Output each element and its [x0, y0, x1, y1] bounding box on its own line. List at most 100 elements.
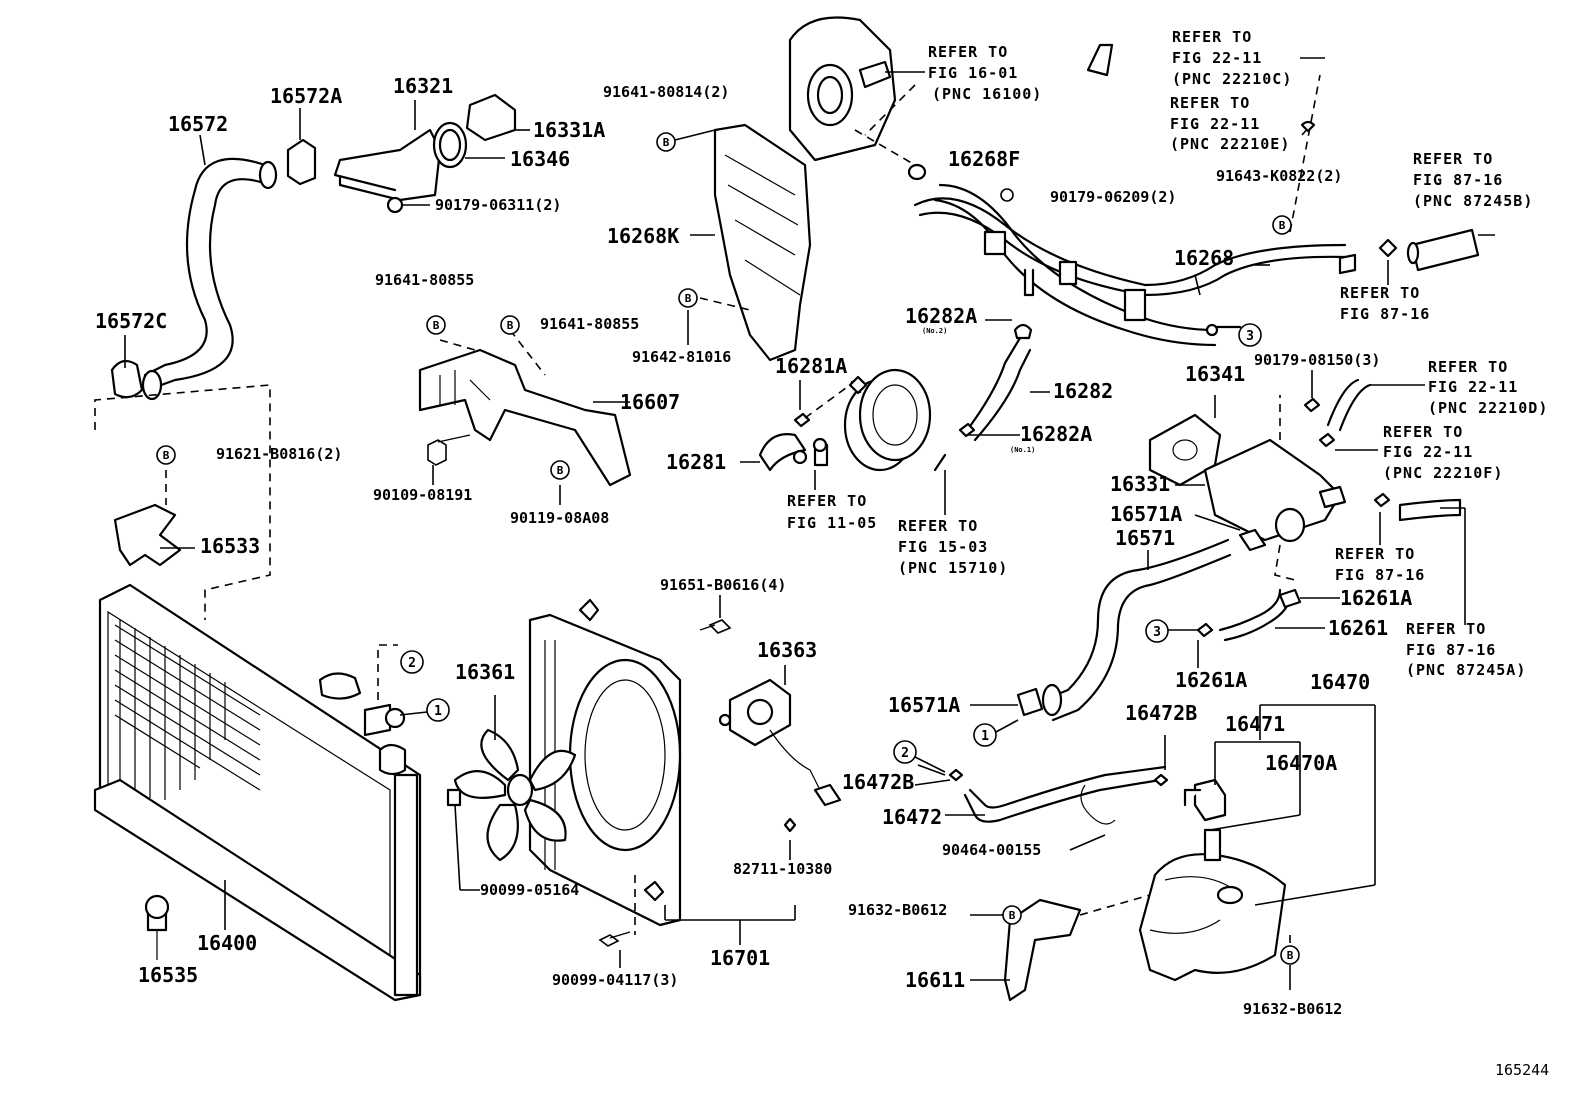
marker-2: 2: [893, 740, 917, 764]
label-no1: (No.1): [1010, 446, 1035, 454]
label-16261A: 16261A: [1340, 586, 1412, 610]
refer-fig-22-11d: REFER TO FIG 22-11 (PNC 22210D): [1428, 358, 1548, 417]
bolt-symbols: B B B B B B B B B: [156, 132, 1300, 965]
svg-text:REFER TO: REFER TO: [898, 517, 978, 535]
svg-text:(PNC 87245B): (PNC 87245B): [1413, 192, 1533, 210]
oil-cooler: [740, 319, 1050, 515]
label-16331A: 16331A: [533, 118, 605, 142]
label-16701: 16701: [710, 946, 770, 970]
svg-text:B: B: [1009, 909, 1016, 922]
heat-insulator: [674, 123, 812, 362]
svg-text:FIG 11-05: FIG 11-05: [787, 514, 877, 532]
svg-text:FIG 87-16: FIG 87-16: [1413, 171, 1503, 189]
label-16282A: 16282A: [905, 304, 977, 328]
refer-fig-22-11e: REFER TO FIG 22-11 (PNC 22210E): [1170, 94, 1290, 153]
svg-text:2: 2: [408, 656, 416, 671]
label-16268K: 16268K: [607, 224, 679, 248]
cooling-fan: [446, 695, 577, 891]
label-16331: 16331: [1110, 472, 1170, 496]
svg-text:REFER TO: REFER TO: [1335, 545, 1415, 563]
svg-text:FIG 22-11: FIG 22-11: [1383, 443, 1473, 461]
bolt-symbol: B: [426, 315, 446, 335]
svg-text:1: 1: [981, 729, 989, 744]
svg-text:FIG 15-03: FIG 15-03: [898, 538, 988, 556]
svg-text:FIG 87-16: FIG 87-16: [1340, 305, 1430, 323]
svg-text:3: 3: [1153, 625, 1161, 640]
label-16572C: 16572C: [95, 309, 167, 333]
heater-hose-refs: [1086, 43, 1495, 285]
label-16282A: 16282A: [1020, 422, 1092, 446]
refer-fig-22-11f: REFER TO FIG 22-11 (PNC 22210F): [1383, 423, 1503, 482]
label-16472B: 16472B: [842, 770, 914, 794]
bolt-symbol: B: [1280, 945, 1300, 965]
bolt-symbol: B: [1002, 905, 1022, 925]
marker-3: 3: [1145, 619, 1169, 643]
svg-text:2: 2: [901, 746, 909, 761]
label-16571A: 16571A: [1110, 502, 1182, 526]
fan-motor: [598, 595, 842, 968]
svg-text:REFER TO: REFER TO: [1406, 620, 1486, 638]
label-16261A: 16261A: [1175, 668, 1247, 692]
label-16470: 16470: [1310, 670, 1370, 694]
refer-fig-16-01: REFER TO FIG 16-01 (PNC 16100): [928, 43, 1042, 103]
refer-fig-87-16a: REFER TO FIG 87-16 (PNC 87245A): [1406, 620, 1525, 679]
label-16533: 16533: [200, 534, 260, 558]
bracket: [418, 329, 632, 505]
label-16400: 16400: [197, 931, 257, 955]
label-90119-08A08: 90119-08A08: [510, 509, 609, 527]
svg-text:REFER TO: REFER TO: [1340, 284, 1420, 302]
svg-text:(PNC 16100): (PNC 16100): [932, 85, 1042, 103]
label-90099-05164: 90099-05164: [480, 881, 579, 899]
svg-text:FIG 22-11: FIG 22-11: [1428, 378, 1518, 396]
refer-fig-22-11c: REFER TO FIG 22-11 (PNC 22210C): [1172, 28, 1291, 88]
lower-radiator-hose: [970, 514, 1340, 722]
svg-text:3: 3: [1246, 329, 1254, 344]
label-16268: 16268: [1174, 246, 1234, 270]
label-91621-B0816: 91621-B0816(2): [216, 445, 342, 463]
coolant-reservoir: [970, 704, 1376, 1002]
label-16571A: 16571A: [888, 693, 960, 717]
svg-text:(PNC 22210D): (PNC 22210D): [1428, 399, 1548, 417]
marker-2: 2: [400, 650, 424, 674]
svg-text:(PNC 15710): (PNC 15710): [898, 559, 1008, 577]
label-91641-80814: 91641-80814(2): [603, 83, 729, 101]
svg-text:(PNC 22210F): (PNC 22210F): [1383, 464, 1503, 482]
dash-link-radiator-clamp: [94, 384, 271, 620]
svg-text:REFER TO: REFER TO: [787, 492, 867, 510]
label-90179-08150: 90179-08150(3): [1254, 351, 1380, 369]
marker-3: 3: [1238, 323, 1262, 347]
reservoir-hose: [914, 735, 1169, 851]
svg-text:REFER TO: REFER TO: [1413, 150, 1493, 168]
refer-to-notes: REFER TO FIG 16-01 (PNC 16100) REFER TO …: [787, 28, 1548, 679]
radiator: [93, 583, 422, 1002]
svg-text:B: B: [163, 449, 170, 462]
marker-1: 1: [973, 723, 997, 747]
label-90464-00155: 90464-00155: [942, 841, 1041, 859]
label-16281A: 16281A: [775, 354, 847, 378]
refer-fig-15-03: REFER TO FIG 15-03 (PNC 15710): [898, 517, 1008, 577]
nut-symbol: [1000, 188, 1014, 202]
bolt-symbol: B: [678, 288, 698, 308]
radiator-core-fins: [114, 620, 261, 800]
svg-text:B: B: [685, 292, 692, 305]
refer-fig-11-05: REFER TO FIG 11-05: [787, 492, 877, 532]
label-16571: 16571: [1115, 526, 1175, 550]
upper-radiator-hose: [110, 108, 317, 401]
svg-text:(PNC 22210E): (PNC 22210E): [1170, 135, 1290, 153]
refer-fig-87-16-mid: REFER TO FIG 87-16: [1335, 545, 1425, 584]
label-16281: 16281: [666, 450, 726, 474]
label-no2: (No.2): [922, 327, 947, 335]
label-16341: 16341: [1185, 362, 1245, 386]
refer-fig-87-16-top: REFER TO FIG 87-16: [1340, 284, 1430, 323]
svg-text:FIG 87-16: FIG 87-16: [1335, 566, 1425, 584]
label-91632-B0612: 91632-B0612: [1243, 1000, 1342, 1018]
label-90179-06209: 90179-06209(2): [1050, 188, 1176, 206]
label-16321: 16321: [393, 74, 453, 98]
label-16346: 16346: [510, 147, 570, 171]
label-16361: 16361: [455, 660, 515, 684]
label-16471: 16471: [1225, 712, 1285, 736]
svg-text:REFER TO: REFER TO: [1172, 28, 1252, 46]
svg-text:REFER TO: REFER TO: [1428, 358, 1508, 376]
svg-text:FIG 87-16: FIG 87-16: [1406, 641, 1496, 659]
